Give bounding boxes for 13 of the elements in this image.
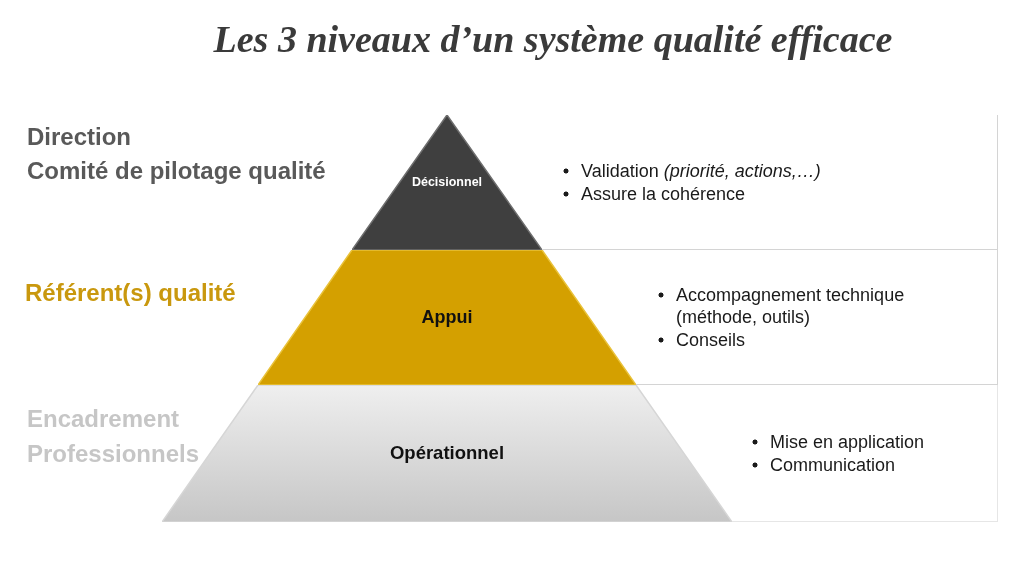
role-label: Direction [27,123,131,151]
description-panel [732,385,998,522]
pyramid-tier [258,250,636,385]
title: Les 3 niveaux d’un système qualité efficace [213,17,893,62]
pyramid-tier [352,115,542,250]
role-label: Comité de pilotage qualité [27,157,326,185]
role-label: Référent(s) qualité [25,279,236,307]
description-panel [636,250,998,385]
tier-label: Appui [421,306,473,329]
role-label: Professionnels [27,440,200,468]
tier-label: Opérationnel [389,442,505,465]
role-label: Encadrement [27,405,180,433]
tier-label: Décisionnel [411,175,483,190]
